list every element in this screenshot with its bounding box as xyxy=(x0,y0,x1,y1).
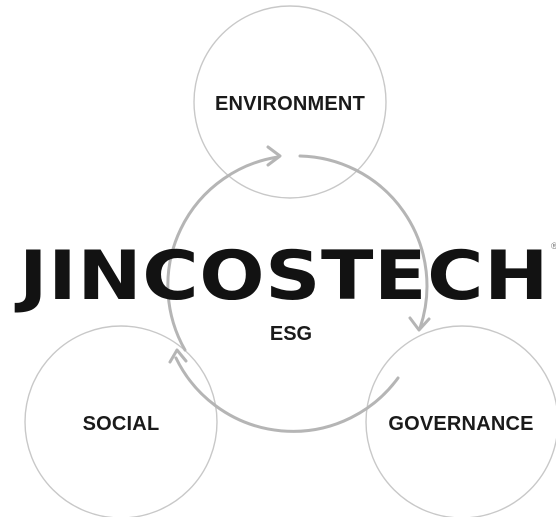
cycle-arc-right xyxy=(298,154,429,330)
social-node-circle xyxy=(24,325,218,517)
environment-node-circle xyxy=(193,5,387,199)
brand-wordmark: JINCOSTECH xyxy=(14,237,549,316)
cycle-arc-left xyxy=(166,155,280,352)
governance-node-circle xyxy=(365,325,556,517)
cycle-ring xyxy=(166,154,429,433)
center-esg-label: ESG xyxy=(270,323,312,345)
governance-label: GOVERNANCE xyxy=(388,413,533,435)
arrowhead-right-icon xyxy=(408,316,431,332)
social-label: SOCIAL xyxy=(83,413,160,435)
cycle-arc-bottom xyxy=(174,356,400,433)
trademark-symbol: ® xyxy=(551,241,556,251)
arrowhead-left-icon xyxy=(168,348,188,364)
environment-label: ENVIRONMENT xyxy=(215,93,365,115)
arrowhead-top-icon xyxy=(266,145,282,167)
